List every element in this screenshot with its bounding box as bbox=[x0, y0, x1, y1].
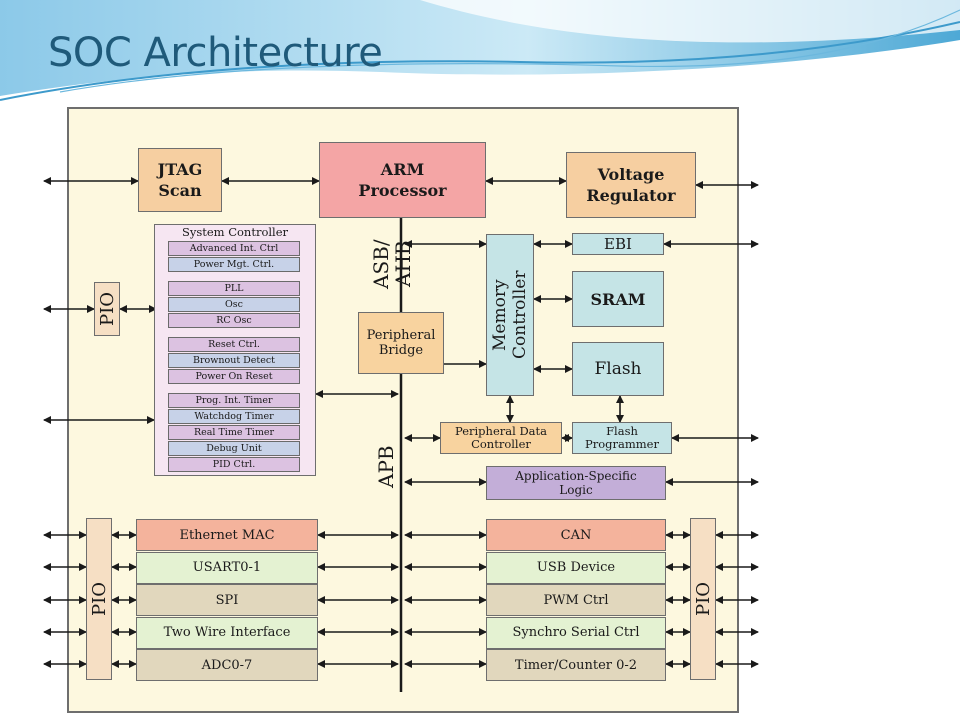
peripheral-bridge-block: Peripheral Bridge bbox=[358, 312, 444, 374]
arm-processor-block: ARM Processor bbox=[319, 142, 486, 218]
flash-programmer-block: Flash Programmer bbox=[572, 422, 672, 454]
left-peripheral-block: Two Wire Interface bbox=[136, 616, 318, 649]
flash-label: Flash bbox=[594, 358, 642, 379]
right-peripheral-block: Synchro Serial Ctrl bbox=[486, 616, 666, 649]
soc-diagram: JTAG Scan ARM Processor Voltage Regulato… bbox=[34, 96, 766, 718]
ebi-block: EBI bbox=[572, 233, 664, 255]
pio-block-middle: PIO bbox=[94, 282, 120, 336]
peripheral-data-controller-label: Peripheral Data Controller bbox=[454, 424, 548, 451]
apb-label: APB bbox=[374, 445, 398, 488]
title-banner bbox=[0, 0, 960, 101]
left-peripheral-block: ADC0-7 bbox=[136, 649, 318, 681]
system-controller-item: Osc bbox=[168, 297, 300, 312]
system-controller-item: Real Time Timer bbox=[168, 425, 300, 440]
pio-label-left: PIO bbox=[88, 582, 110, 616]
left-peripheral-block: SPI bbox=[136, 584, 318, 616]
ebi-label: EBI bbox=[604, 234, 632, 253]
right-peripheral-block: USB Device bbox=[486, 551, 666, 584]
system-controller-item: PID Ctrl. bbox=[168, 457, 300, 472]
pio-block-left: PIO bbox=[86, 518, 112, 680]
application-specific-logic-label: Application-Specific Logic bbox=[515, 469, 637, 497]
memory-controller-label: Memory Controller bbox=[490, 270, 530, 360]
pio-label-middle: PIO bbox=[96, 292, 118, 326]
jtag-scan-block: JTAG Scan bbox=[138, 148, 222, 212]
peripheral-data-controller-block: Peripheral Data Controller bbox=[440, 422, 562, 454]
system-controller-item: Power On Reset bbox=[168, 369, 300, 384]
sram-block: SRAM bbox=[572, 271, 664, 327]
system-controller-item: PLL bbox=[168, 281, 300, 296]
system-controller-item: Advanced Int. Ctrl bbox=[168, 241, 300, 256]
flash-block: Flash bbox=[572, 342, 664, 396]
system-controller-title: System Controller bbox=[181, 225, 289, 239]
voltage-regulator-block: Voltage Regulator bbox=[566, 152, 696, 218]
pio-label-right: PIO bbox=[692, 582, 714, 616]
system-controller-item: Prog. Int. Timer bbox=[168, 393, 300, 408]
left-peripheral-block: Ethernet MAC bbox=[136, 519, 318, 551]
flash-programmer-label: Flash Programmer bbox=[585, 424, 659, 451]
sram-label: SRAM bbox=[590, 289, 646, 309]
slide-title: SOC Architecture bbox=[48, 30, 383, 76]
right-peripheral-block: Timer/Counter 0-2 bbox=[486, 649, 666, 681]
memory-controller-block: Memory Controller bbox=[486, 234, 534, 396]
jtag-scan-label: JTAG Scan bbox=[157, 160, 203, 200]
system-controller-item: Power Mgt. Ctrl. bbox=[168, 257, 300, 272]
system-controller-item: Watchdog Timer bbox=[168, 409, 300, 424]
right-peripheral-block: CAN bbox=[486, 519, 666, 551]
peripheral-bridge-label: Peripheral Bridge bbox=[366, 328, 436, 358]
left-peripheral-block: USART0-1 bbox=[136, 551, 318, 584]
arm-processor-label: ARM Processor bbox=[358, 160, 447, 200]
right-peripheral-block: PWM Ctrl bbox=[486, 584, 666, 616]
system-controller-item: RC Osc bbox=[168, 313, 300, 328]
voltage-regulator-label: Voltage Regulator bbox=[586, 165, 676, 205]
pio-block-right: PIO bbox=[690, 518, 716, 680]
application-specific-logic-block: Application-Specific Logic bbox=[486, 466, 666, 500]
asb-ahb-label: ASB/ AHB bbox=[369, 239, 415, 289]
system-controller-item: Brownout Detect bbox=[168, 353, 300, 368]
system-controller-item: Reset Ctrl. bbox=[168, 337, 300, 352]
system-controller-item: Debug Unit bbox=[168, 441, 300, 456]
